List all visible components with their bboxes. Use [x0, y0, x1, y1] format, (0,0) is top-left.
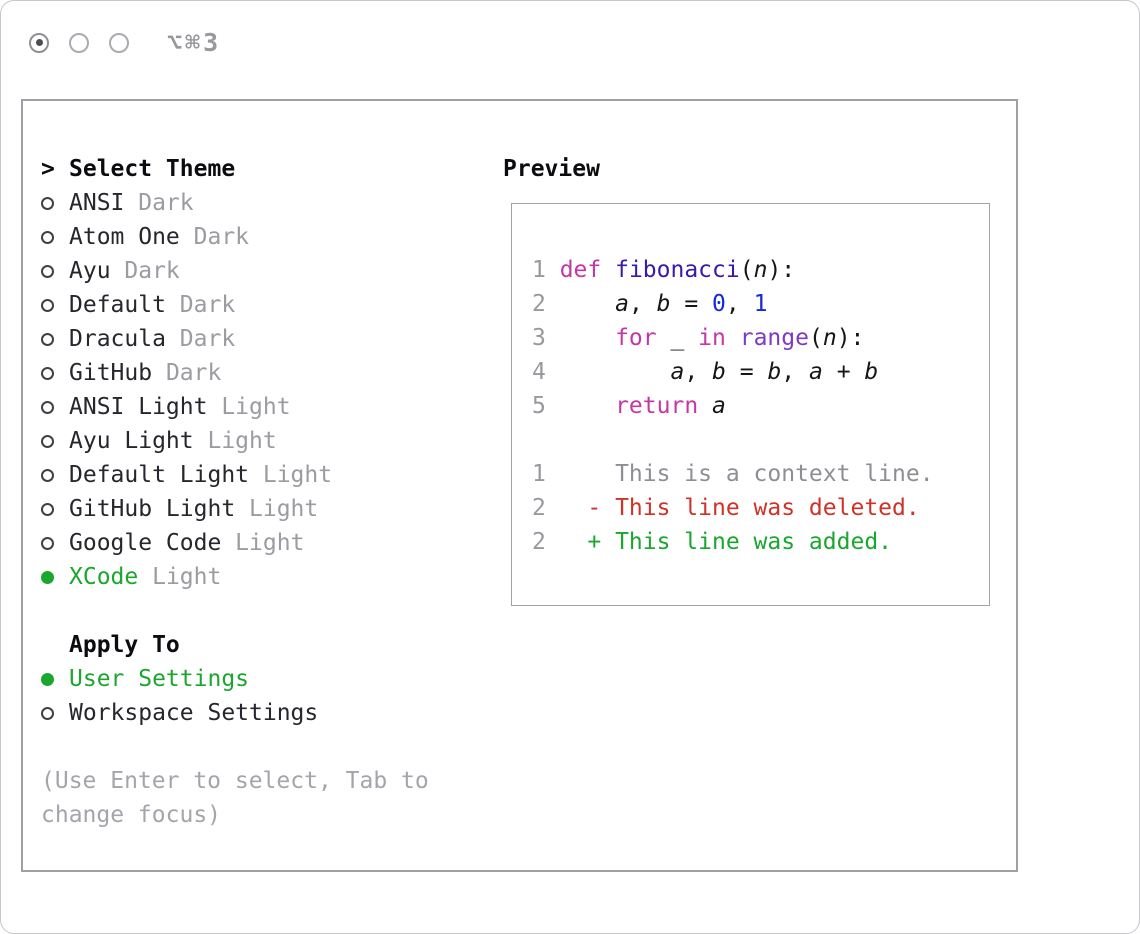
cursor-prompt: > [41, 156, 55, 182]
option-variant-label: Dark [110, 258, 180, 284]
radio-unselected-icon [41, 536, 69, 550]
option-variant-label: Light [138, 564, 222, 590]
radio-unselected-icon [41, 230, 69, 244]
code-gap [532, 423, 989, 457]
option-variant-label: Light [221, 530, 305, 556]
option-variant-label: Light [249, 462, 333, 488]
option-variant-label: Light [235, 496, 319, 522]
line-number: 3 [532, 325, 546, 351]
theme-option-ansi-dark[interactable]: ANSI Dark [41, 186, 471, 220]
option-label: ANSI [69, 190, 125, 216]
radio-unselected-icon [41, 196, 69, 210]
option-label: XCode [69, 564, 139, 590]
select-theme-header: > Select Theme [41, 152, 471, 186]
diff-preview: 1 This is a context line.2 - This line w… [532, 457, 989, 559]
radio-unselected-icon [41, 502, 69, 516]
theme-option-google-code-light[interactable]: Google Code Light [41, 526, 471, 560]
window-control-1[interactable] [29, 32, 49, 53]
line-number: 5 [532, 393, 546, 419]
option-label: Default [69, 292, 166, 318]
option-variant-label: Dark [152, 360, 222, 386]
window-control-2[interactable] [69, 32, 89, 53]
code-line: 3 for _ in range(n): [532, 321, 989, 355]
line-number: 2 [532, 291, 546, 317]
option-label: Google Code [69, 530, 222, 556]
apply-option-workspace-settings[interactable]: Workspace Settings [41, 696, 471, 730]
option-variant-label: Dark [179, 224, 250, 250]
option-variant-label: Dark [124, 190, 194, 216]
option-label: Ayu [69, 258, 111, 284]
option-label: GitHub [69, 360, 153, 386]
radio-unselected-icon [41, 264, 69, 278]
theme-option-ayu-light-light[interactable]: Ayu Light Light [41, 424, 471, 458]
theme-option-github-dark[interactable]: GitHub Dark [41, 356, 471, 390]
option-label: GitHub Light [69, 496, 236, 522]
theme-option-default-light-light[interactable]: Default Light Light [41, 458, 471, 492]
option-label: Dracula [69, 326, 166, 352]
diff-line-context: 1 This is a context line. [532, 457, 989, 491]
diff-line-deleted: 2 - This line was deleted. [532, 491, 989, 525]
theme-option-dracula-dark[interactable]: Dracula Dark [41, 322, 471, 356]
option-variant-label: Light [193, 428, 277, 454]
option-label: Ayu Light [69, 428, 194, 454]
theme-option-ayu-dark[interactable]: Ayu Dark [41, 254, 471, 288]
theme-option-github-light-light[interactable]: GitHub Light Light [41, 492, 471, 526]
radio-unselected-icon [41, 298, 69, 312]
line-number: 1 [532, 461, 546, 487]
radio-unselected-icon [41, 332, 69, 346]
theme-option-xcode-light[interactable]: XCode Light [41, 560, 471, 594]
code-line: 5 return a [532, 389, 989, 423]
option-label: Workspace Settings [69, 700, 319, 726]
radio-unselected-icon [41, 434, 69, 448]
option-label: Default Light [69, 462, 250, 488]
diff-line-added: 2 + This line was added. [532, 525, 989, 559]
option-label: Atom One [69, 224, 180, 250]
code-line: 4 a, b = b, a + b [532, 355, 989, 389]
option-variant-label: Dark [165, 326, 236, 352]
radio-unselected-icon [41, 366, 69, 380]
theme-option-ansi-light-light[interactable]: ANSI Light Light [41, 390, 471, 424]
titlebar: ⌥⌘3 [1, 1, 1139, 57]
hint-text: (Use Enter to select, Tab to change focu… [41, 768, 429, 828]
theme-option-atom-one-dark[interactable]: Atom One Dark [41, 220, 471, 254]
line-number: 2 [532, 529, 546, 555]
radio-unselected-icon [41, 706, 69, 720]
radio-selected-icon [41, 570, 69, 584]
option-label: ANSI Light [69, 394, 208, 420]
apply-option-user-settings[interactable]: User Settings [41, 662, 471, 696]
line-number: 4 [532, 359, 546, 385]
select-theme-title: Select Theme [69, 156, 236, 182]
radio-unselected-icon [41, 400, 69, 414]
line-number: 2 [532, 495, 546, 521]
apply-to-title: Apply To [69, 632, 180, 658]
keyboard-shortcut-label: ⌥⌘3 [167, 28, 222, 57]
line-number: 1 [532, 257, 546, 283]
theme-option-default-dark[interactable]: Default Dark [41, 288, 471, 322]
window-control-3[interactable] [109, 32, 129, 53]
option-variant-label: Dark [165, 292, 236, 318]
radio-selected-icon [41, 672, 69, 686]
option-variant-label: Light [207, 394, 291, 420]
code-line: 2 a, b = 0, 1 [532, 287, 989, 321]
preview-title: Preview [503, 156, 600, 182]
radio-unselected-icon [41, 468, 69, 482]
option-label: User Settings [69, 666, 250, 692]
